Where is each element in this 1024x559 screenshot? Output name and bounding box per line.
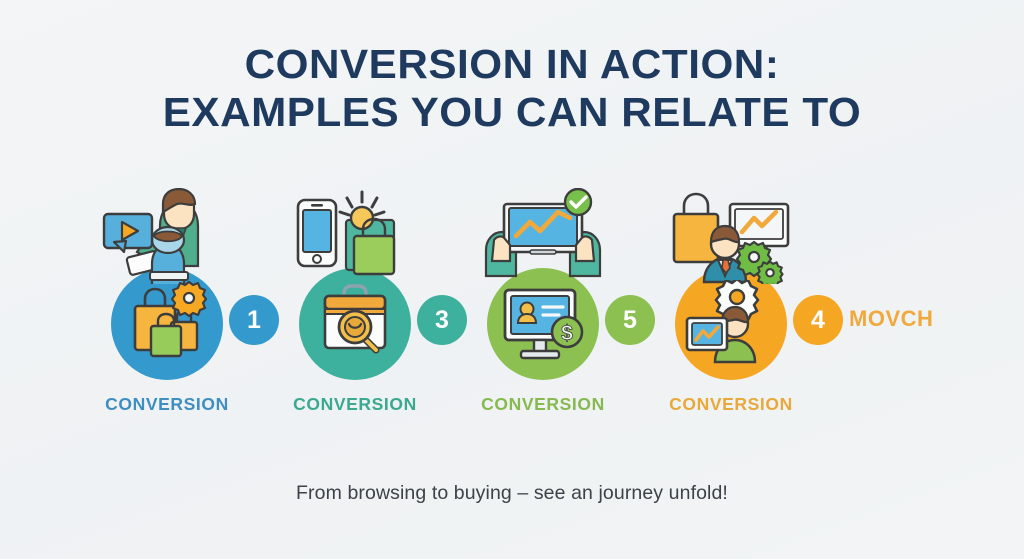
title-line-2: EXAMPLES YOU CAN RELATE TO (162, 89, 862, 136)
step-1-circle-icons (133, 280, 208, 358)
step-badge-3[interactable]: 5 (605, 295, 655, 345)
step-badge-2-number: 3 (435, 305, 449, 334)
step-badge-1[interactable]: 1 (229, 295, 279, 345)
step-4-artwork (636, 188, 826, 380)
step-1-top-icons (102, 188, 200, 284)
flow-step-4[interactable]: CONVERSION (636, 188, 826, 438)
step-2-artwork (260, 188, 450, 380)
step-4-label: CONVERSION (669, 394, 793, 414)
side-text: MOVCH (849, 306, 934, 331)
step-4-top-icons (672, 192, 790, 284)
step-3-top-icons (484, 188, 602, 278)
flow-step-2[interactable]: CONVERSION (260, 188, 450, 438)
step-badge-2[interactable]: 3 (417, 295, 467, 345)
step-2-circle-icons (323, 284, 387, 354)
title-line-1: CONVERSION IN ACTION: (244, 41, 780, 87)
conversion-flow: CONVERSION (0, 188, 1024, 438)
step-badge-4-number: 4 (811, 305, 825, 334)
step-3-label: CONVERSION (481, 394, 605, 414)
step-1-label: CONVERSION (105, 394, 229, 414)
step-3-artwork: $ (448, 188, 638, 380)
step-3-circle-icons: $ (503, 288, 584, 360)
flow-step-1[interactable]: CONVERSION (72, 188, 262, 438)
step-badge-1-number: 1 (247, 305, 261, 334)
step-badge-3-number: 5 (623, 305, 637, 334)
slide-caption: From browsing to buying – see an journey… (296, 482, 728, 504)
step-badge-4[interactable]: 4 (793, 295, 843, 345)
step-2-label: CONVERSION (293, 394, 417, 414)
flow-step-3[interactable]: $ CONVERSION (448, 188, 638, 438)
page-title: CONVERSION IN ACTION: EXAMPLES YOU CAN R… (0, 40, 1024, 137)
step-1-artwork (72, 188, 262, 380)
svg-text:$: $ (561, 322, 573, 345)
step-2-top-icons (296, 190, 396, 276)
step-4-circle-icons (685, 280, 760, 364)
